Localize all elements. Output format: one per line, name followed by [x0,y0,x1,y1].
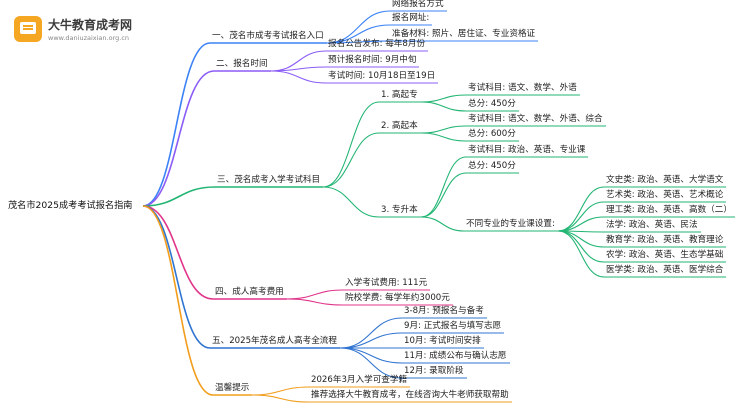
connector-line [322,186,380,218]
connector-line [322,101,380,188]
subtopic: 总分: 450分 [468,161,516,171]
subtopic: 不同专业的专业课设置: [466,219,555,229]
subtopic: 2026年3月入学可查学籍 [311,375,408,385]
connector-line [142,205,214,396]
branch-topic: 五、2025年茂名成人高考全流程 [212,336,337,346]
connector-line [251,394,310,403]
connector-line [270,66,327,72]
connector-line [420,94,467,103]
connector-line [339,347,403,379]
subtopic: 3-8月: 预报名与备考 [404,306,484,316]
subtopic: 农学: 政治、英语、生态学基础 [606,250,724,260]
subtopic: 1. 高起专 [381,90,418,100]
connector-line [270,70,327,84]
subtopic: 考试时间: 10月18日至19日 [328,71,436,81]
subtopic: 11月: 成绩公布与确认志愿 [404,351,507,361]
subtopic: 文史类: 政治、英语、大学语文 [606,175,724,185]
subtopic: 理工类: 政治、英语、高数（二） [606,205,732,215]
book-icon [14,16,42,42]
connector-line [557,201,605,232]
brand-title: 大牛教育成考网 [48,18,133,32]
subtopic: 考试科目: 政治、英语、专业课 [468,145,586,155]
connector-line [420,125,467,134]
root-topic: 茂名市2025成考考试报名指南 [8,200,133,211]
subtopic: 报名公告发布: 每年8月份 [328,39,426,49]
connector-line [420,132,467,142]
subtopic: 9月: 正式报名与填写志愿 [404,321,502,331]
branch-topic: 温馨提示 [215,383,250,393]
connector-line [420,101,467,112]
connector-line [142,42,211,207]
subtopic: 准备材料: 照片、居住证、专业资格证 [392,29,536,39]
subtopic: 法学: 政治、英语、民法 [606,220,698,230]
branch-topic: 一、茂名市成考考试报名入口 [212,31,324,41]
connector-line [286,289,344,300]
connector-line [420,172,467,218]
subtopic: 10月: 考试时间安排 [404,336,481,346]
connector-line [142,205,211,349]
connector-line [142,70,215,207]
subtopic: 2. 高起本 [381,121,418,131]
subtopic: 12月: 录取阶段 [404,366,464,376]
subtopic: 推荐选择大牛教育成考，在线咨询大牛老师获取帮助 [311,390,509,400]
connector-line [557,230,605,278]
subtopic: 考试科目: 语文、数学、外语 [468,83,577,93]
brand-url: www.daniuzaixian.org.cn [48,34,130,42]
connector-line [339,332,403,349]
subtopic: 预计报名时间: 9月中旬 [328,55,417,65]
connector-line [251,386,310,396]
connector-line [420,216,465,232]
connector-line [339,347,403,364]
connector-line [326,40,391,44]
subtopic: 网络报名方式 [392,0,444,9]
connector-line [420,156,467,218]
subtopic: 3. 专升本 [381,205,418,215]
subtopic: 医学类: 政治、英语、医学综合 [606,265,724,275]
branch-topic: 三、茂名成考入学考试科目 [217,175,321,185]
subtopic: 入学考试费用: 111元 [345,278,428,288]
connector-line [557,230,605,248]
subtopic: 院校学费: 每学年约3000元 [345,293,450,303]
connector-line [270,50,327,72]
subtopic: 考试科目: 语文、数学、外语、综合 [468,114,603,124]
brand-logo: 大牛教育成考网 www.daniuzaixian.org.cn [14,14,164,50]
connector-line [142,205,214,300]
subtopic: 总分: 600分 [468,129,516,139]
subtopic: 总分: 450分 [468,99,516,109]
subtopic: 艺术类: 政治、英语、艺术概论 [606,190,724,200]
subtopic: 报名网址: [392,13,430,23]
connector-line [142,186,216,207]
connector-line [286,298,344,306]
branch-topic: 二、报名时间 [216,59,268,69]
subtopic: 教育学: 政治、英语、教育理论 [606,235,724,245]
branch-topic: 四、成人高考费用 [215,287,284,297]
connector-line [322,132,380,188]
